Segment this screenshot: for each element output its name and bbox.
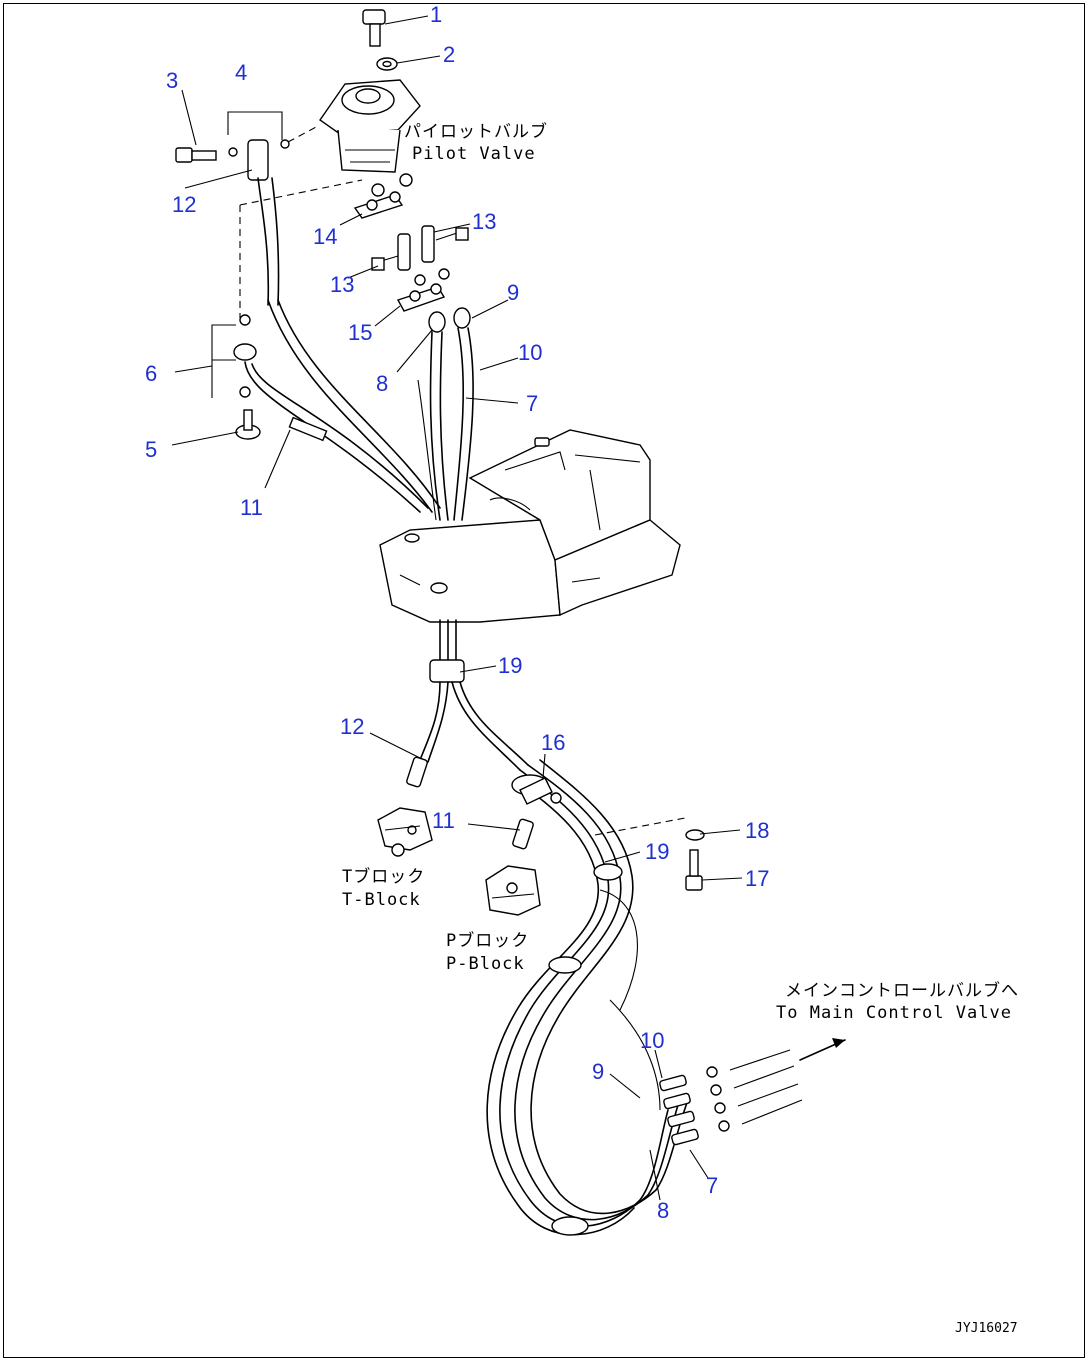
callout-13-lower: 13 [330, 272, 354, 297]
callout-8-lower: 8 [657, 1198, 669, 1223]
callout-1: 1 [430, 2, 442, 27]
end-fittings [659, 1038, 846, 1146]
callout-11-upper: 11 [240, 495, 263, 520]
console-box [379, 429, 681, 623]
callout-19-lower: 19 [645, 839, 669, 864]
callout-19-upper: 19 [498, 653, 522, 678]
bolt-part-5 [235, 409, 261, 440]
callout-11-lower: 11 [432, 808, 455, 833]
callout-14: 14 [313, 224, 337, 249]
callout-17: 17 [745, 866, 769, 891]
pilot-valve-label-en: Pilot Valve [412, 144, 536, 164]
callout-13-upper: 13 [472, 209, 496, 234]
bracket-part-4 [227, 111, 319, 181]
callout-9-upper: 9 [507, 280, 519, 305]
fittings-part-14 [353, 173, 413, 219]
adapters-part-13 [371, 225, 469, 271]
main-control-valve-label-jp: メインコントロールバルブへ [785, 980, 1019, 1001]
p-block-part [485, 865, 541, 916]
callout-8-upper: 8 [376, 371, 388, 396]
hose-part-12-lower [406, 756, 428, 788]
callout-12-lower: 12 [340, 714, 364, 739]
callout-15: 15 [348, 320, 372, 345]
callout-3: 3 [166, 68, 178, 93]
main-control-valve-label-en: To Main Control Valve [776, 1003, 1012, 1023]
p-block-label-jp: Pブロック [446, 930, 529, 951]
hose-part-12-upper [239, 177, 363, 318]
bolt-part-17 [685, 849, 703, 891]
bracket-part-6 [211, 314, 257, 398]
t-block-part [377, 807, 433, 857]
hose-part-11-lower [512, 818, 534, 850]
drawing-frame [3, 3, 1085, 1358]
callout-18: 18 [745, 818, 769, 843]
callout-12-upper: 12 [172, 192, 196, 217]
t-block-label-en: T-Block [342, 890, 421, 910]
callout-5: 5 [145, 437, 157, 462]
hose-bundle-lower [419, 619, 689, 1236]
clamp-part-16 [519, 777, 562, 805]
callout-9-lower: 9 [592, 1059, 604, 1084]
callout-7-upper: 7 [526, 391, 538, 416]
callout-6: 6 [145, 361, 157, 386]
callout-16: 16 [541, 730, 565, 755]
callout-10-upper: 10 [518, 340, 542, 365]
washer-part-2 [376, 57, 398, 71]
callout-7-lower: 7 [706, 1173, 718, 1198]
hose-part-11-upper [244, 299, 441, 513]
pilot-valve-label-jp: パイロットバルブ [404, 121, 548, 142]
p-block-label-en: P-Block [446, 954, 525, 974]
callout-4: 4 [235, 60, 247, 85]
pilot-valve-body [319, 79, 421, 173]
leader-lines [171, 15, 743, 1201]
t-block-label-jp: Tブロック [342, 866, 425, 887]
bolt-part-3 [175, 147, 217, 163]
callout-2: 2 [443, 42, 455, 67]
fittings-part-15 [396, 268, 450, 312]
bolt-part-1 [362, 9, 386, 47]
washer-part-18 [594, 817, 705, 841]
callout-10-lower: 10 [640, 1028, 664, 1053]
drawing-code: JYJ16027 [955, 1321, 1018, 1336]
hose-bundle-upper [417, 307, 474, 521]
